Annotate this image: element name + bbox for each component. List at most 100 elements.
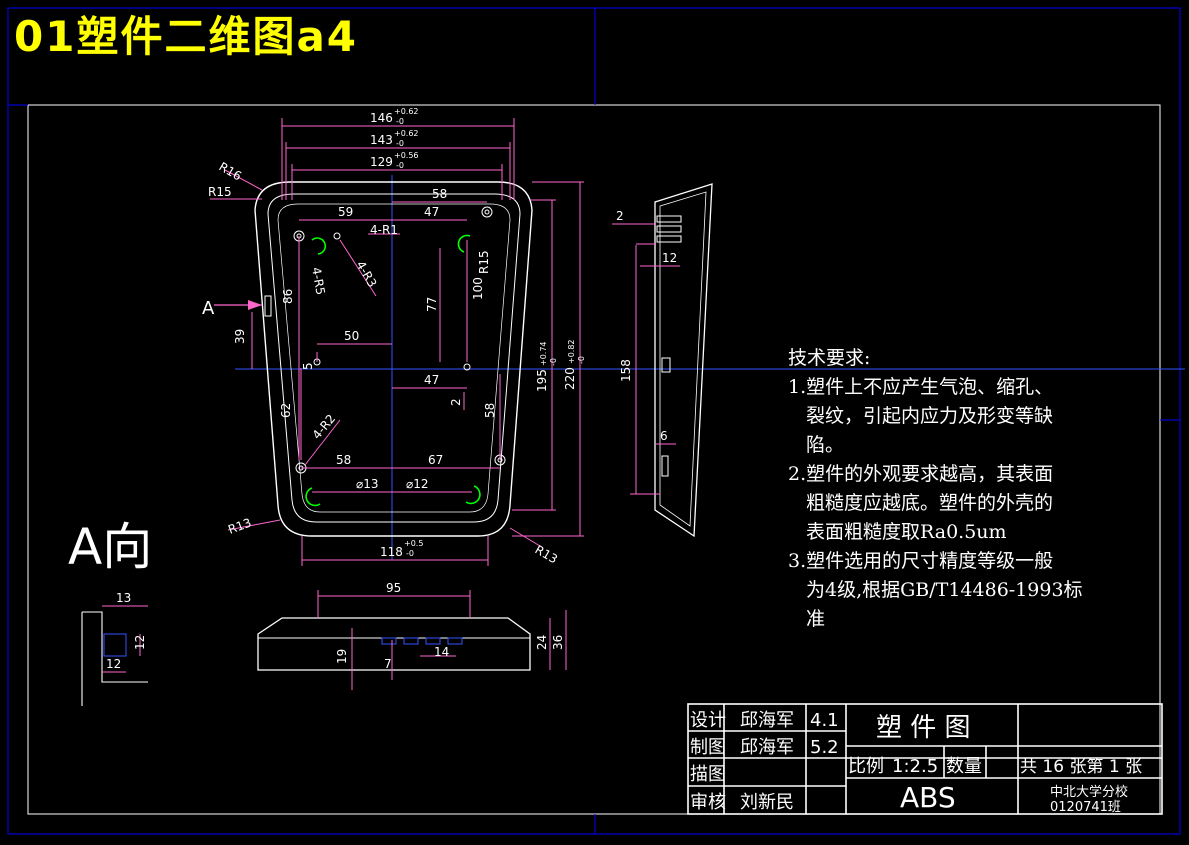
detail-dimensions <box>102 605 148 673</box>
svg-text:+0.56: +0.56 <box>394 151 419 160</box>
boss-hole <box>481 206 493 218</box>
svg-text:14: 14 <box>434 645 449 659</box>
title-block-text: 设计 制图 描图 审核 邱海军 邱海军 刘新民 4.1 5.2 塑 件 图 比例… <box>690 710 1142 815</box>
bottom-slot <box>403 637 419 645</box>
scale-label: 比例 <box>848 756 884 777</box>
svg-text:5: 5 <box>301 362 315 370</box>
svg-text:-0: -0 <box>577 356 586 364</box>
design-date: 4.1 <box>810 710 839 731</box>
notes-heading: 技术要求: <box>788 347 871 369</box>
svg-text:+0.62: +0.62 <box>394 129 419 138</box>
note-line: 粗糙度应越底。塑件的外壳的 <box>806 492 1054 514</box>
front-inner-outline <box>267 193 521 523</box>
svg-text:13: 13 <box>116 591 131 605</box>
svg-text:47: 47 <box>424 205 439 219</box>
pin-arc <box>311 237 327 255</box>
designer-name: 邱海军 <box>740 710 794 731</box>
svg-text:19: 19 <box>335 649 349 664</box>
page-title: 01塑件二维图a4 <box>14 12 359 61</box>
side-clip <box>661 455 669 477</box>
drafter-name: 邱海军 <box>740 737 794 758</box>
svg-text:86: 86 <box>281 289 295 304</box>
svg-text:118: 118 <box>380 545 403 559</box>
front-dim-text: 146 +0.62 -0 143 +0.62 -0 129 +0.56 -0 R… <box>208 107 586 566</box>
section-marker: A <box>202 298 215 319</box>
svg-text:R16: R16 <box>217 159 244 183</box>
side-dim-text: 2 12 158 6 <box>616 209 677 443</box>
svg-text:220: 220 <box>563 367 577 390</box>
note-line: 表面粗糙度取Ra0.5um <box>806 521 1007 543</box>
svg-text:4-R5: 4-R5 <box>309 266 328 296</box>
svg-text:36: 36 <box>551 635 565 650</box>
svg-text:62: 62 <box>279 403 293 418</box>
bottom-view-outline <box>257 617 531 671</box>
material: ABS <box>900 781 956 814</box>
svg-text:4-R2: 4-R2 <box>310 412 339 442</box>
bottom-dimensions <box>317 590 567 690</box>
small-hole <box>333 232 341 240</box>
svg-text:-0: -0 <box>549 358 558 366</box>
green-arcs <box>305 234 481 507</box>
role-design: 设计 <box>690 710 726 731</box>
svg-text:2: 2 <box>616 209 624 223</box>
svg-text:2: 2 <box>449 398 463 406</box>
svg-text:143: 143 <box>370 133 393 147</box>
small-hole <box>463 363 471 371</box>
detail-dim-text: 13 12 12 <box>106 591 147 671</box>
svg-text:158: 158 <box>619 359 633 382</box>
svg-text:R15: R15 <box>208 185 232 199</box>
side-rib <box>656 235 682 243</box>
svg-text:12: 12 <box>106 657 121 671</box>
svg-text:R13: R13 <box>226 516 253 537</box>
svg-text:+0.74: +0.74 <box>539 341 548 366</box>
holes <box>293 206 506 474</box>
part-title: 塑 件 图 <box>876 713 971 743</box>
reviewer-name: 刘新民 <box>740 792 794 813</box>
detail-outline <box>81 611 148 706</box>
svg-text:58: 58 <box>336 453 351 467</box>
side-clip <box>661 357 671 373</box>
svg-text:67: 67 <box>428 453 443 467</box>
snap-tab <box>264 295 272 317</box>
svg-text:47: 47 <box>424 373 439 387</box>
note-line: 准 <box>806 608 826 630</box>
front-outer-outline <box>254 181 533 537</box>
side-rib <box>656 225 682 233</box>
svg-text:100: 100 <box>471 277 485 300</box>
title-block <box>687 703 1163 815</box>
svg-text:+0.82: +0.82 <box>567 339 576 364</box>
side-view-inner <box>659 191 707 527</box>
svg-text:6: 6 <box>660 429 668 443</box>
bottom-slot <box>447 637 463 645</box>
scale-value: 1:2.5 <box>892 756 938 777</box>
svg-text:50: 50 <box>344 329 359 343</box>
svg-text:129: 129 <box>370 155 393 169</box>
svg-text:4-R1: 4-R1 <box>370 223 398 237</box>
outer-frame <box>7 7 1181 835</box>
svg-text:195: 195 <box>535 369 549 392</box>
pin-arc <box>457 234 471 253</box>
svg-text:⌀13: ⌀13 <box>356 477 379 491</box>
note-line: 为4级,根据GB/T14486-1993标 <box>806 579 1083 601</box>
side-view-outline <box>654 183 713 538</box>
front-inner-rim <box>277 203 511 513</box>
svg-text:+0.5: +0.5 <box>404 539 423 548</box>
svg-text:-0: -0 <box>396 161 404 170</box>
school-name: 中北大学分校 <box>1050 784 1128 800</box>
note-line: 陷。 <box>806 434 845 456</box>
svg-text:+0.62: +0.62 <box>394 107 419 116</box>
svg-text:R15: R15 <box>477 250 491 274</box>
inner-frame <box>27 104 1161 815</box>
svg-text:24: 24 <box>535 635 549 650</box>
detail-tab <box>103 633 127 657</box>
role-draw: 制图 <box>690 737 726 758</box>
technical-requirements: 技术要求: 1.塑件上不应产生气泡、缩孔、 裂纹，引起内应力及形变等缺 陷。 2… <box>788 344 1128 634</box>
svg-text:12: 12 <box>662 251 677 265</box>
side-dimensions <box>612 223 680 495</box>
svg-text:58: 58 <box>483 403 497 418</box>
note-line: 2.塑件的外观要求越高，其表面 <box>788 463 1054 485</box>
svg-text:7: 7 <box>384 657 392 671</box>
pin-arc <box>465 485 481 505</box>
